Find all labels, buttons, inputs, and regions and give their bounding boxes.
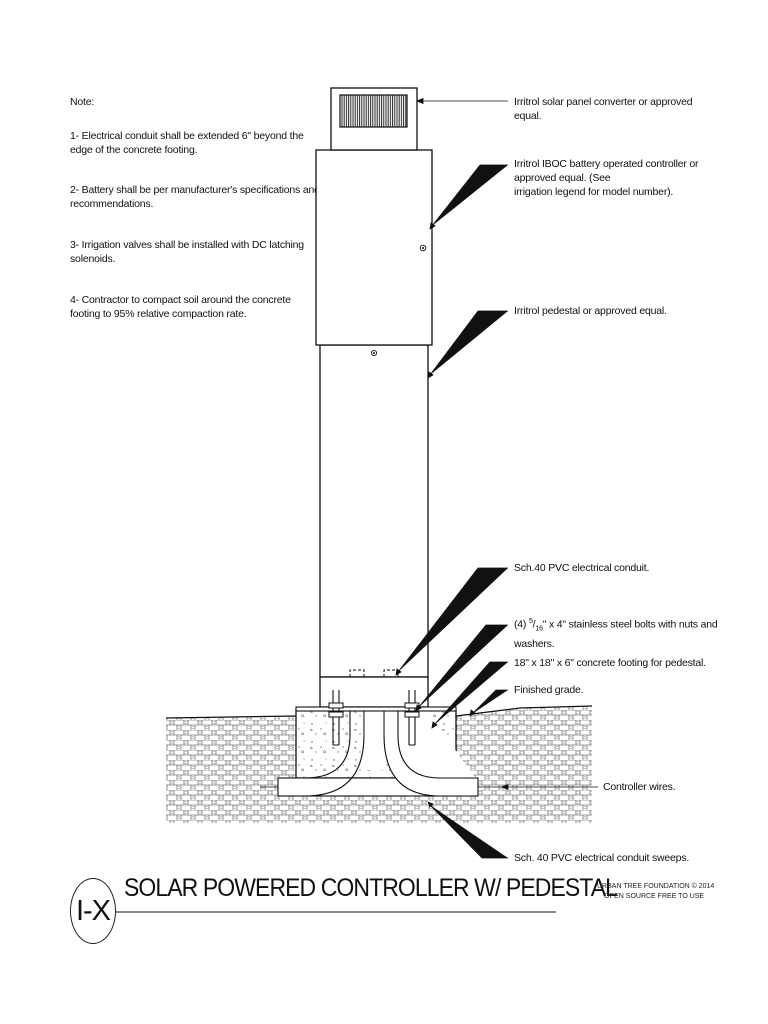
- credit-line-1: URBAN TREE FOUNDATION © 2014: [597, 883, 715, 890]
- callout-controller-line-2: approved equal. (See: [514, 172, 611, 184]
- callout-sweeps: Sch. 40 PVC electrical conduit sweeps.: [514, 852, 690, 864]
- pedestal-base: [319, 676, 429, 708]
- note-3-line-2: solenoids.: [70, 253, 116, 265]
- callout-bolts: (4) 5/16" x 4" stainless steel bolts wit…: [514, 615, 718, 651]
- callout-bolts-line-2: washers.: [514, 637, 555, 650]
- note-2-line-1: 2- Battery shall be per manufacturer's s…: [70, 184, 320, 196]
- bolts-rest: " x 4" stainless steel bolts with nuts a…: [542, 618, 718, 631]
- note-4-line-2: footing to 95% relative compaction rate.: [70, 308, 247, 320]
- pedestal: [319, 344, 429, 678]
- callout-controller-line-1: Irritrol IBOC battery operated controlle…: [514, 158, 699, 170]
- notes-heading: Note:: [70, 96, 95, 108]
- soil-mid-right: [478, 780, 592, 796]
- finished-grade-line: [165, 705, 593, 719]
- callout-solar-panel: Irritrol solar panel converter or approv…: [514, 95, 693, 123]
- detail-tag: I-X: [70, 878, 116, 944]
- soil-left: [166, 716, 296, 780]
- soil-mid-left: [166, 780, 278, 796]
- anchor-bolt-left: [328, 690, 344, 746]
- callout-solar-panel-line-1: Irritrol solar panel converter or approv…: [514, 96, 693, 108]
- note-4: 4- Contractor to compact soil around the…: [70, 293, 291, 321]
- solar-panel-vent: [339, 94, 408, 128]
- note-1: 1- Electrical conduit shall be extended …: [70, 129, 304, 157]
- note-3: 3- Irrigation valves shall be installed …: [70, 238, 304, 266]
- callout-pedestal: Irritrol pedestal or approved equal.: [514, 305, 667, 317]
- soil-right: [456, 706, 592, 780]
- conduit-sweep-left: [280, 672, 365, 797]
- bolts-prefix: (4): [514, 618, 529, 631]
- credit-line-2: OPEN SOURCE FREE TO USE: [604, 893, 705, 900]
- bolts-fraction-numerator: 5: [528, 618, 533, 625]
- bolts-fraction-denominator: 16: [535, 625, 543, 633]
- page-title: SOLAR POWERED CONTROLLER W/ PEDESTAL: [124, 874, 618, 902]
- callout-wires: Controller wires.: [603, 781, 676, 793]
- callout-controller: Irritrol IBOC battery operated controlle…: [514, 157, 699, 199]
- callout-conduit: Sch.40 PVC electrical conduit.: [514, 562, 650, 574]
- callout-grade: Finished grade.: [514, 684, 584, 696]
- callout-solar-panel-line-2: equal.: [514, 110, 542, 122]
- leader-lines: [395, 97, 598, 859]
- note-4-line-1: 4- Contractor to compact soil around the…: [70, 294, 291, 306]
- callout-bolts-line-1: (4) 5/16" x 4" stainless steel bolts wit…: [514, 618, 718, 633]
- callout-footing: 18" x 18" x 6" concrete footing for pede…: [514, 657, 706, 669]
- base-flange: [295, 706, 457, 712]
- note-2: 2- Battery shall be per manufacturer's s…: [70, 183, 320, 211]
- anchor-bolt-right: [404, 690, 420, 746]
- note-2-line-2: recommendations.: [70, 198, 154, 210]
- callout-controller-line-3: irrigation legend for model number).: [514, 186, 674, 198]
- note-1-line-2: edge of the concrete footing.: [70, 144, 198, 156]
- note-3-line-1: 3- Irrigation valves shall be installed …: [70, 239, 304, 251]
- controller-enclosure: [315, 149, 433, 346]
- note-1-line-1: 1- Electrical conduit shall be extended …: [70, 130, 304, 142]
- soil-bottom: [166, 796, 592, 823]
